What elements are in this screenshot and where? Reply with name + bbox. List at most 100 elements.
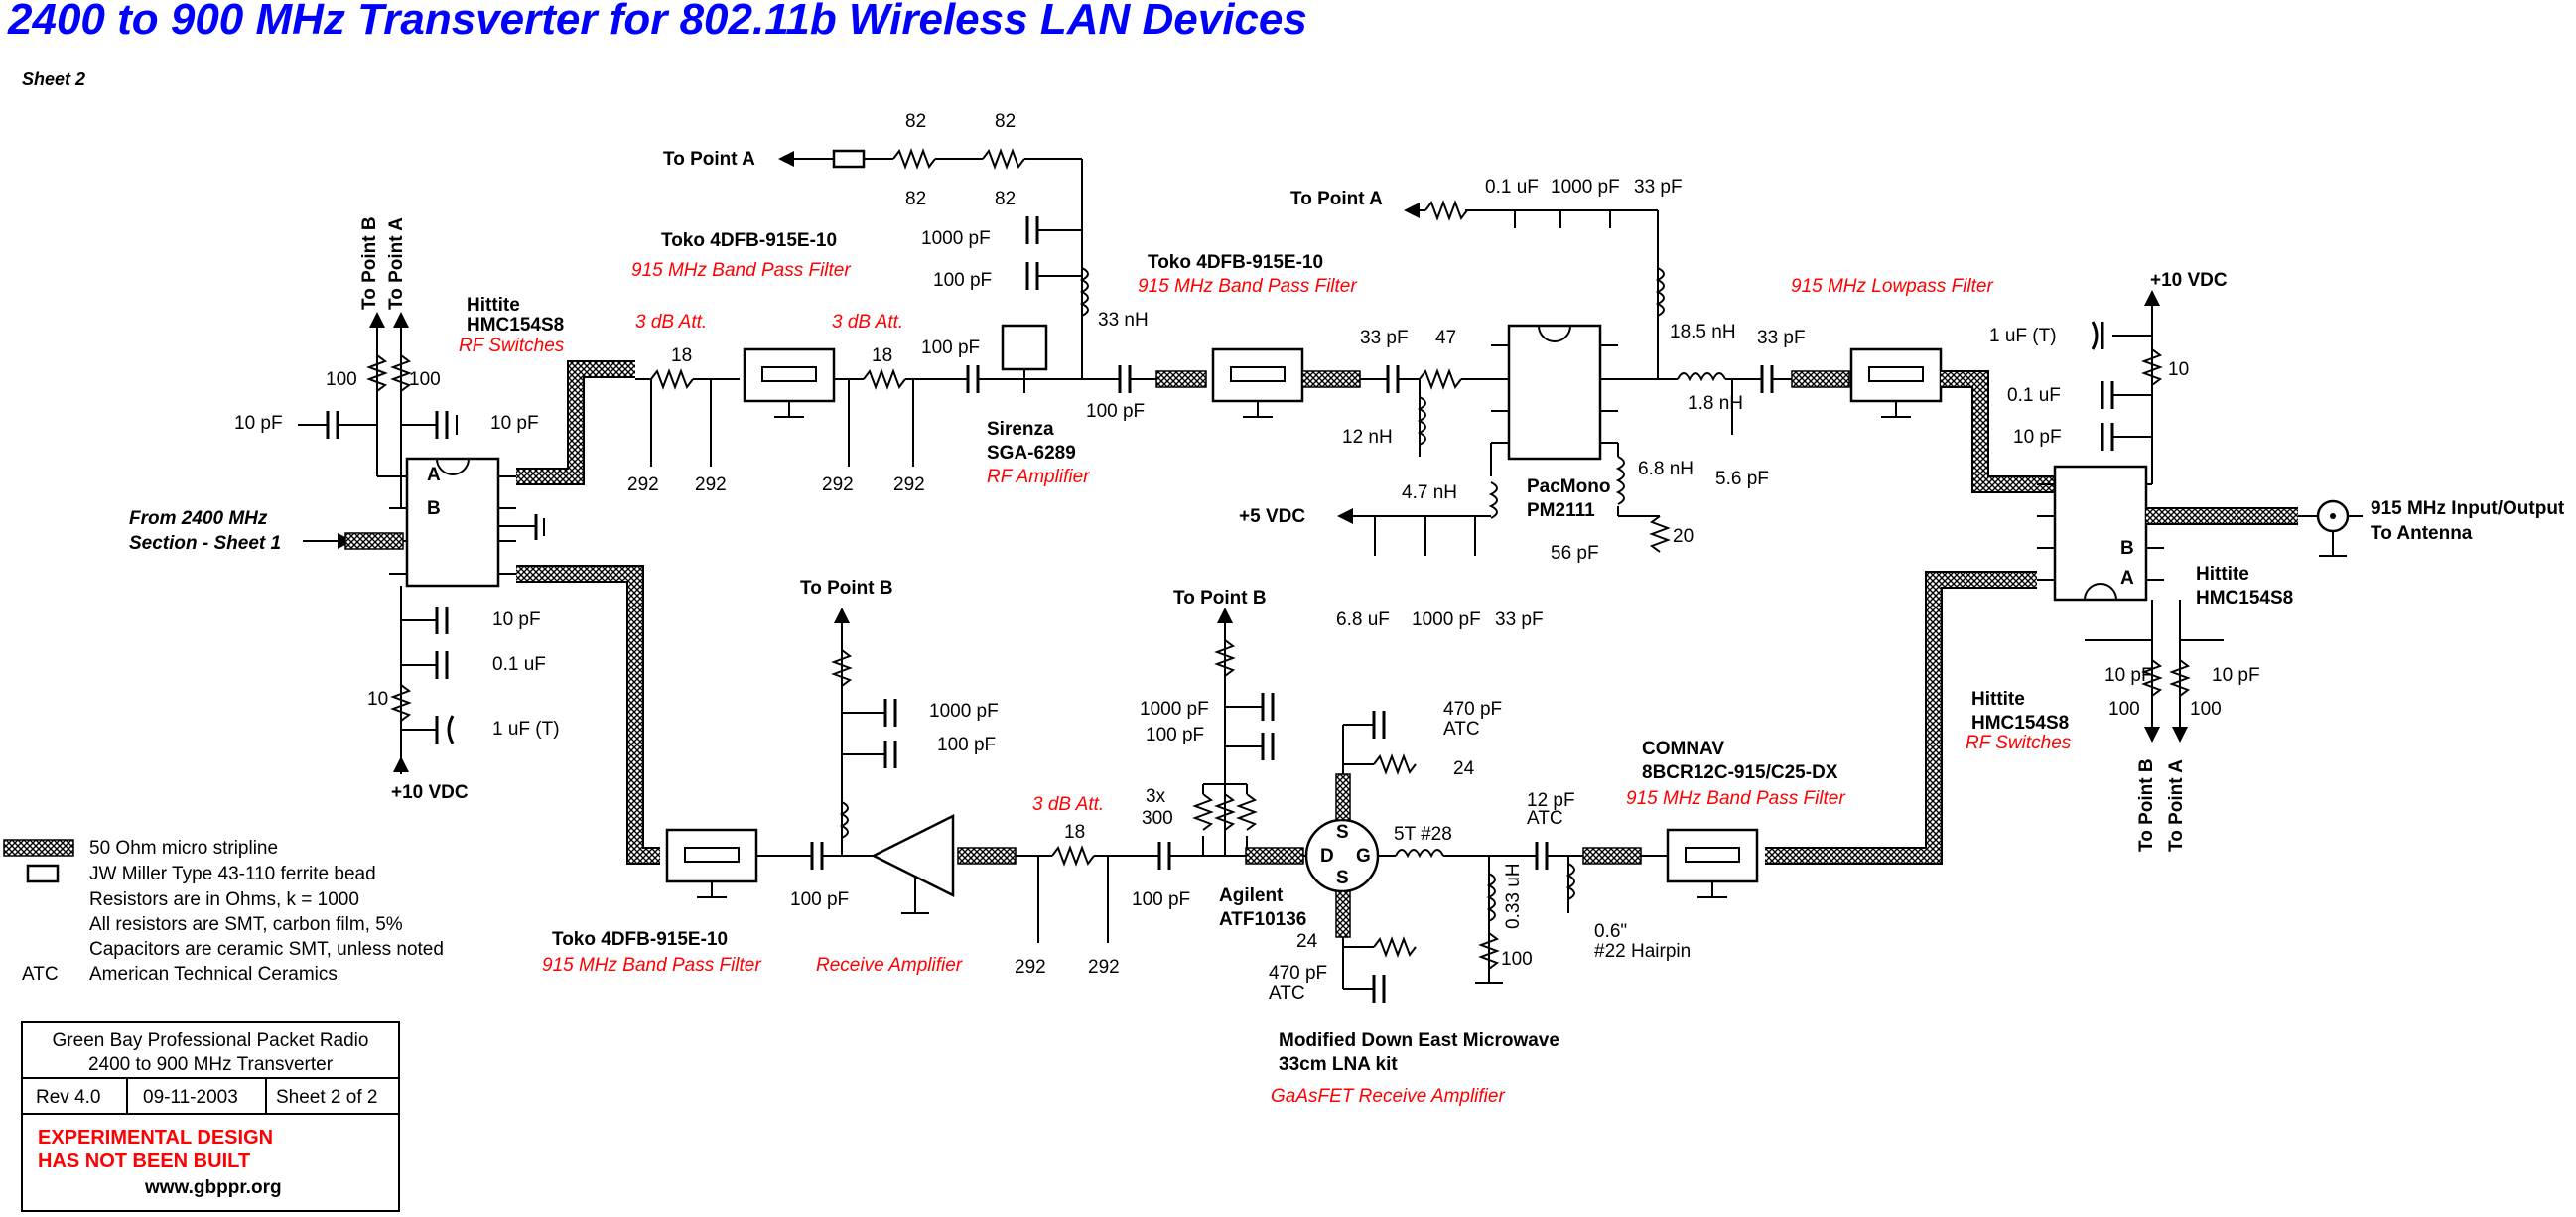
pacmono-maker: PacMono <box>1527 476 1610 497</box>
att1-network <box>635 368 740 467</box>
right-switch-maker-2: Hittite <box>1971 689 2025 710</box>
right-c10pf-b: 10 pF <box>2212 665 2260 686</box>
left-switch-part: HMC154S8 <box>467 315 564 336</box>
legend: 50 Ohm micro stripline JW Miller Type 43… <box>3 838 444 985</box>
right-to-point-b: To Point B <box>2136 758 2157 852</box>
rail-c33pf: 33 pF <box>1495 609 1544 630</box>
lowpass-filter <box>1849 347 1943 418</box>
right-c10pf-top: 10 pF <box>2013 427 2062 448</box>
right-c10pf-a: 10 pF <box>2104 665 2153 686</box>
title-block: Green Bay Professional Packet Radio 2400… <box>21 1021 400 1212</box>
pa-r20: 20 <box>1673 526 1694 547</box>
fet-l033uh: 0.33 uH <box>1503 863 1524 929</box>
left-c1uft: 1 uF (T) <box>492 719 560 740</box>
att3-r18: 18 <box>1064 822 1085 843</box>
rx-amp-function: Receive Amplifier <box>816 955 963 976</box>
pa-c1000pf: 1000 pF <box>1551 177 1620 198</box>
left-c10pf-a: 10 pF <box>234 413 283 434</box>
rx-cap-2 <box>1157 842 1246 870</box>
rx-amp-bias <box>831 608 897 856</box>
att2-r18: 18 <box>872 345 892 366</box>
tb-sheet: Sheet 2 of 2 <box>276 1087 377 1108</box>
sirenza-part: SGA-6289 <box>987 443 1076 464</box>
antenna-line2: To Antenna <box>2371 523 2473 544</box>
tx-stripline-2 <box>1155 370 1207 388</box>
sirenza-c1000pf: 1000 pF <box>921 228 991 249</box>
right-c01uf: 0.1 uF <box>2007 385 2061 406</box>
pa-l185nh: 18.5 nH <box>1670 322 1736 342</box>
lowpass-function: 915 MHz Lowpass Filter <box>1791 276 1993 297</box>
fet-c470pf-bottom: 470 pF <box>1269 963 1327 984</box>
fet-to-point-b: To Point B <box>1173 588 1267 608</box>
tb-warning-2: HAS NOT BEEN BUILT <box>38 1150 250 1172</box>
tx-stripline-5 <box>1941 372 2055 491</box>
input-stripline <box>344 532 404 550</box>
right-switch-part: HMC154S8 <box>2196 588 2293 608</box>
rx-cap-1 <box>756 842 874 870</box>
pa-l18nh: 1.8 nH <box>1688 393 1743 414</box>
fet-r24-top: 24 <box>1453 758 1475 779</box>
hairpin-line2: #22 Hairpin <box>1594 941 1691 962</box>
fet-source-top <box>1342 711 1417 775</box>
pa-c56pf: 5.6 pF <box>1715 469 1769 489</box>
pa-l47nh: 4.7 nH <box>1402 482 1457 503</box>
att3-network <box>1016 845 1159 943</box>
right-r100-a: 100 <box>2108 699 2140 720</box>
pa-l12nh: 12 nH <box>1342 427 1393 448</box>
pa-c33pf-out: 33 pF <box>1757 328 1806 348</box>
legend-stripline-swatch <box>3 839 74 857</box>
left-c10pf-c: 10 pF <box>492 609 541 630</box>
sirenza-c100pf-b: 100 pF <box>933 270 992 291</box>
legend-item-3: Resistors are in Ohms, k = 1000 <box>89 889 359 910</box>
toko-filter-1 <box>743 347 836 418</box>
att2-r292-b: 292 <box>893 474 925 495</box>
plus5v-rail <box>1337 508 1491 556</box>
left-r10: 10 <box>367 689 388 710</box>
tx-stripline-1 <box>516 362 635 483</box>
tb-project: 2400 to 900 MHz Transverter <box>88 1054 334 1075</box>
att1-r18: 18 <box>671 345 692 366</box>
right-r10: 10 <box>2168 359 2189 380</box>
legend-item-4: All resistors are SMT, carbon film, 5% <box>89 914 403 935</box>
tb-warning-1: EXPERIMENTAL DESIGN <box>38 1127 273 1149</box>
left-switch-maker: Hittite <box>467 295 520 316</box>
coupling-c100pf: 100 pF <box>1086 401 1145 422</box>
fet-c1000pf: 1000 pF <box>1140 699 1209 720</box>
sirenza-maker: Sirenza <box>987 419 1054 440</box>
left-to-point-b: To Point B <box>359 216 380 310</box>
fet-pin-d: D <box>1320 846 1334 867</box>
fet-atc-top: ATC <box>1443 719 1480 740</box>
right-switch-function: RF Switches <box>1966 733 2072 753</box>
att1-r292-a: 292 <box>627 474 659 495</box>
comnav-maker: COMNAV <box>1642 739 1724 759</box>
att2-network <box>834 368 968 467</box>
left-r100-a: 100 <box>326 369 357 390</box>
rx-stripline-3 <box>1245 847 1304 865</box>
pa-top-supply <box>1404 200 1665 380</box>
fet-c12pf: 12 pF <box>1527 790 1575 811</box>
left-rf-switch: A B <box>389 457 516 588</box>
left-10vdc: +10 VDC <box>391 782 469 803</box>
fet-source-bottom <box>1342 936 1417 1003</box>
from-2400-line2: Section - Sheet 1 <box>129 533 281 554</box>
right-switch-maker: Hittite <box>2196 564 2249 585</box>
att2-label: 3 dB Att. <box>832 312 903 333</box>
fet-c470pf-top: 470 pF <box>1443 699 1502 720</box>
toko-1-function: 915 MHz Band Pass Filter <box>631 260 851 281</box>
legend-item-6: American Technical Ceramics <box>89 964 338 985</box>
fet-bias <box>1192 608 1275 856</box>
pacmono-part: PM2111 <box>1527 500 1595 521</box>
right-to-point-a: To Point A <box>2166 759 2187 852</box>
legend-item-2: JW Miller Type 43-110 ferrite bead <box>89 864 376 884</box>
fet-r100: 100 <box>1501 949 1533 970</box>
right-switch-pin-a: A <box>2120 568 2134 589</box>
pa-c56pf-b: 56 pF <box>1551 543 1599 564</box>
right-c1uft: 1 uF (T) <box>1989 326 2057 346</box>
rx-stripline-2 <box>957 847 1017 865</box>
fet-r300: 300 <box>1142 808 1173 829</box>
att2-r292-a: 292 <box>822 474 854 495</box>
legend-bead-swatch <box>26 864 60 883</box>
sirenza-amplifier <box>966 324 1092 393</box>
tx-stripline-4 <box>1791 370 1850 388</box>
sirenza-r82-b: 82 <box>995 111 1016 132</box>
